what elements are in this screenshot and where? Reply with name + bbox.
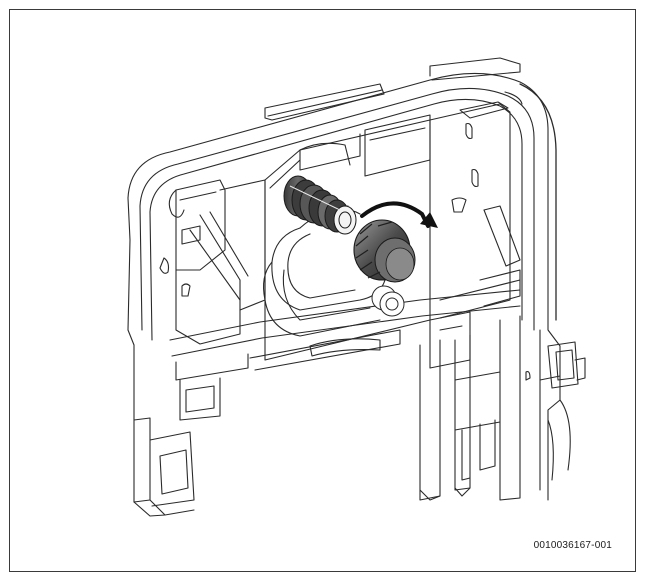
bottom-ledge [169, 289, 521, 421]
side-connector [547, 341, 586, 481]
small-cylinder [371, 285, 405, 317]
left-side-panel [159, 179, 266, 345]
top-mounting-tabs [264, 57, 521, 121]
right-support-legs [419, 315, 561, 501]
adjustment-knob [353, 219, 416, 283]
left-support-legs [133, 417, 195, 517]
figure-reference-id: 0010036167-001 [533, 540, 612, 551]
spring-coil [283, 175, 357, 235]
rotation-direction-arrow [360, 201, 438, 228]
figure-frame [9, 9, 636, 572]
right-side-panel [429, 101, 521, 369]
